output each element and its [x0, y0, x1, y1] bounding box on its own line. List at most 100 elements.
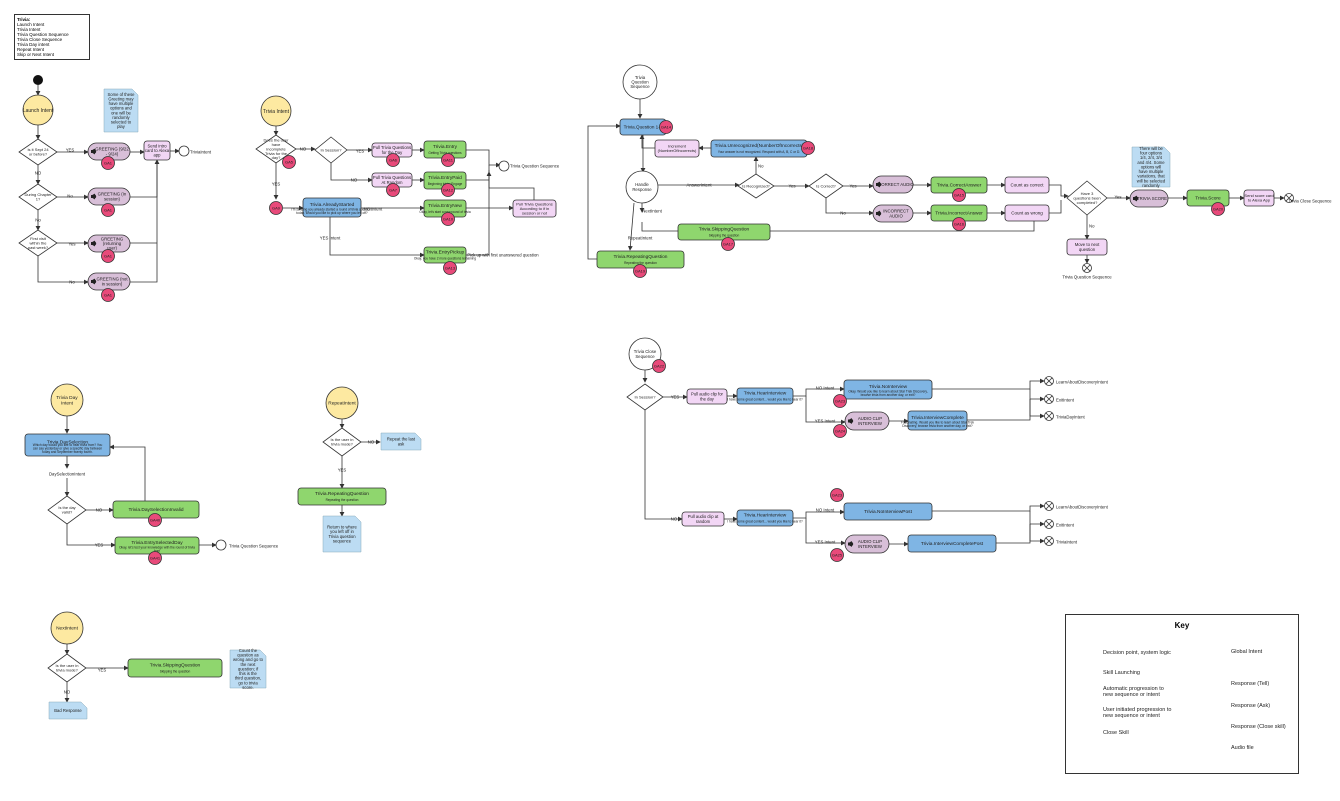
connector-line: [130, 159, 160, 283]
repeating-response: [297, 487, 387, 506]
ga-badge: [952, 188, 966, 202]
edge-label: Trivia Question Sequence: [510, 164, 560, 169]
repeat-note-yes: [322, 515, 362, 553]
recognized-decision: [737, 173, 775, 199]
score-audio-label: TRIVIA SCORE: [1137, 196, 1167, 201]
key-decision-label: Decision point, system logic: [1103, 650, 1171, 656]
ga-badge-label: GA25: [832, 552, 843, 557]
day-selection-ask: [24, 433, 111, 457]
connector-line: [37, 256, 89, 285]
greeting-note: [103, 88, 139, 133]
ga-badge: [801, 141, 815, 155]
ga-badge: [830, 488, 844, 502]
ga-badge-label: GA22: [654, 363, 665, 368]
tqs-label: Trivia Question Sequence: [1062, 275, 1112, 280]
edge-label: YES: [98, 668, 107, 673]
key-audio-label: Audio file: [1231, 745, 1254, 751]
legend-item: Trivia Intent: [17, 27, 41, 32]
speaker-icon: [91, 278, 95, 285]
recognized-decision-label: Is Recognized?: [742, 183, 770, 188]
auto-progress-icon: [215, 539, 227, 551]
unrecognized-ask-title: Trivia.Unrecognized(NumberOfIncorrects): [715, 143, 804, 149]
skipping-response-title: Trivia.SkippingQuestion: [699, 227, 750, 233]
connector-line: [932, 378, 1045, 390]
increment-counter: [654, 139, 700, 158]
ga-badge: [282, 155, 296, 169]
nointerview-post-ask: [843, 502, 933, 521]
ga-badge-label: GA19: [635, 268, 646, 273]
user-progress-icon: [1045, 520, 1053, 528]
key-auto-label: Automatic progression to new sequence or…: [1103, 686, 1164, 698]
ga-badge-label: GA1: [104, 207, 113, 212]
connector-line: [932, 503, 1045, 512]
legend-item: Trivia Close Sequence: [17, 37, 63, 42]
key-global-label: Global Intent: [1231, 649, 1263, 655]
edge-label: NextIntent: [642, 209, 662, 214]
legend-box: Trivia: Launch Intent Trivia Intent Triv…: [14, 14, 90, 60]
ga-badge: [833, 424, 847, 438]
ga-badge-label: GA5: [285, 159, 294, 164]
trivia-decision-session-label: In Session?: [321, 147, 343, 152]
day-invalid-response-title: Trivia.DaySelectionInvalid: [128, 507, 183, 513]
nointerview-ask-title: Trivia.NoInterview: [869, 384, 908, 390]
entrynew-response-subtitle: Okay, let's start a new round of trivia: [419, 210, 470, 214]
close-seq-start: [628, 337, 662, 371]
ga-badge: [659, 120, 673, 134]
pickup-note: Pick up with first unanswered question: [467, 252, 539, 257]
correct-decision-label: Is Correct?: [816, 183, 836, 188]
count-correct: [1004, 176, 1050, 194]
ga-badge: [441, 183, 455, 197]
speaker-icon: [876, 210, 880, 217]
count-wrong: [1004, 204, 1050, 222]
edge-label: DaySelectionIntent: [49, 472, 86, 477]
ga-badge: [443, 261, 457, 275]
trivia-day-intent: [50, 383, 84, 417]
edge-label: NO: [351, 178, 358, 183]
skipping-response-subtitle: Skipping the question: [709, 234, 740, 238]
day-valid-decision: [47, 495, 87, 525]
connector-line: [466, 171, 492, 256]
entrynew-response-title: Trivia.EntryNew: [428, 203, 462, 209]
handle-response: [625, 170, 659, 204]
edge-label: YES: [338, 468, 347, 473]
skipping-response: [127, 658, 223, 678]
edge-label: No: [35, 218, 41, 223]
edge-label: TriviaIntent: [190, 150, 212, 155]
edge-label: YES: [356, 149, 365, 154]
auto-progress-icon: [498, 160, 510, 172]
edge-label: NO Intent: [816, 386, 835, 391]
in-session-decision-label: In Session?: [635, 394, 657, 399]
score-audio: [1129, 189, 1169, 208]
key-close-label: Close Skill: [1103, 730, 1129, 736]
connector-line: [66, 524, 116, 548]
pull-audio-random: [681, 511, 725, 527]
ga-badge: [269, 201, 283, 215]
skipping-response-subtitle: Skipping the question: [160, 670, 191, 674]
score-response-title: Trivia.Score: [1195, 196, 1221, 202]
key-user-label: User initiated progression to new sequen…: [1103, 707, 1172, 719]
nointerview-post-ask-title: Trivia.NoInterviewPost: [864, 509, 912, 515]
legend-item: Launch Intent: [17, 22, 45, 27]
ga-badge-label: GA7: [389, 187, 398, 192]
ga-badge: [441, 153, 455, 167]
key-tell-label: Response (Tell): [1231, 681, 1270, 687]
connector-line: [1029, 399, 1045, 419]
user-progress-icon: [1045, 377, 1053, 385]
bad-response-note: [48, 701, 88, 720]
hear-interview-ask: [736, 387, 794, 405]
audio-clip-interview: [844, 411, 890, 431]
edge-label: NO Intent: [364, 207, 383, 212]
ga-badge-label: GA18: [803, 145, 814, 150]
